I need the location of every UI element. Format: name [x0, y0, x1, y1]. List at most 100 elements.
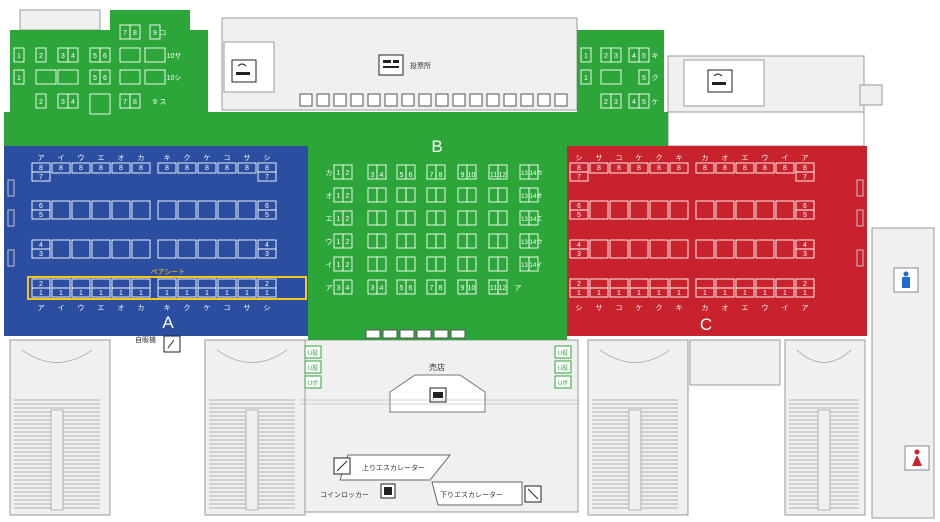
seat-stall[interactable] — [51, 287, 71, 298]
seat-stall[interactable] — [67, 47, 79, 63]
seat-stall[interactable] — [376, 256, 387, 272]
seat-stall[interactable] — [51, 162, 71, 174]
seat-stall[interactable] — [237, 287, 257, 298]
seat-stall[interactable] — [569, 287, 589, 298]
seat-stall[interactable] — [795, 248, 815, 259]
seat-stall[interactable] — [31, 171, 51, 182]
seat-stall[interactable] — [257, 171, 277, 182]
seat-stall[interactable] — [466, 233, 477, 249]
seat-stall[interactable] — [376, 279, 387, 295]
seat-stall[interactable] — [466, 187, 477, 203]
seat-stall[interactable] — [649, 162, 669, 174]
seat-stall[interactable] — [609, 200, 629, 220]
seat-stall[interactable] — [31, 287, 51, 298]
seat-stall[interactable] — [638, 93, 650, 109]
seat-stall[interactable] — [111, 239, 131, 259]
seat-stall[interactable] — [600, 69, 622, 85]
seat-stall[interactable] — [197, 239, 217, 259]
seat-stall[interactable] — [119, 47, 141, 63]
seat-stall[interactable] — [638, 69, 650, 85]
seat-stall[interactable] — [237, 162, 257, 174]
seat-stall[interactable] — [217, 162, 237, 174]
seat-stall[interactable] — [177, 162, 197, 174]
seat-stall[interactable] — [610, 47, 622, 63]
side-panel[interactable] — [7, 179, 15, 197]
seat-stall[interactable] — [217, 200, 237, 220]
seat-stall[interactable] — [51, 200, 71, 220]
seat-stall[interactable] — [111, 162, 131, 174]
seat-stall[interactable] — [157, 162, 177, 174]
seat-stall[interactable] — [131, 200, 151, 220]
seat-stall[interactable] — [775, 162, 795, 174]
seat-stall[interactable] — [569, 248, 589, 259]
seat-stall[interactable] — [755, 287, 775, 298]
seat-stall[interactable] — [71, 239, 91, 259]
seat-stall[interactable] — [51, 239, 71, 259]
seat-stall[interactable] — [342, 164, 353, 180]
seat-stall[interactable] — [405, 187, 416, 203]
seat-stall[interactable] — [755, 200, 775, 220]
seat-stall[interactable] — [528, 187, 539, 203]
seat-stall[interactable] — [795, 287, 815, 298]
seat-stall[interactable] — [13, 69, 25, 85]
seat-stall[interactable] — [497, 279, 508, 295]
seat-stall[interactable] — [376, 210, 387, 226]
seat-stall[interactable] — [497, 210, 508, 226]
seat-stall[interactable] — [609, 239, 629, 259]
seat-stall[interactable] — [580, 47, 592, 63]
seat-stall[interactable] — [695, 287, 715, 298]
seat-stall[interactable] — [638, 47, 650, 63]
seat-stall[interactable] — [497, 187, 508, 203]
side-panel[interactable] — [856, 209, 864, 227]
seat-stall[interactable] — [649, 239, 669, 259]
seat-stall[interactable] — [569, 171, 589, 182]
seat-stall[interactable] — [735, 200, 755, 220]
seat-stall[interactable] — [131, 287, 151, 298]
seat-stall[interactable] — [376, 233, 387, 249]
seat-stall[interactable] — [376, 164, 387, 180]
seat-stall[interactable] — [111, 200, 131, 220]
seat-stall[interactable] — [71, 200, 91, 220]
seat-stall[interactable] — [735, 239, 755, 259]
seat-stall[interactable] — [589, 239, 609, 259]
seat-stall[interactable] — [149, 24, 161, 40]
seat-stall[interactable] — [91, 239, 111, 259]
seat-stall[interactable] — [569, 209, 589, 220]
seat-stall[interactable] — [217, 287, 237, 298]
seat-stall[interactable] — [435, 233, 446, 249]
seat-stall[interactable] — [466, 164, 477, 180]
seat-stall[interactable] — [715, 162, 735, 174]
seat-stall[interactable] — [129, 24, 141, 40]
seat-stall[interactable] — [589, 200, 609, 220]
seat-stall[interactable] — [629, 239, 649, 259]
seat-stall[interactable] — [669, 287, 689, 298]
seat-stall[interactable] — [629, 287, 649, 298]
seat-stall[interactable] — [91, 287, 111, 298]
seat-stall[interactable] — [589, 287, 609, 298]
seat-stall[interactable] — [257, 209, 277, 220]
seat-stall[interactable] — [735, 162, 755, 174]
seat-stall[interactable] — [466, 256, 477, 272]
seat-stall[interactable] — [35, 47, 47, 63]
seat-stall[interactable] — [131, 239, 151, 259]
seat-stall[interactable] — [775, 287, 795, 298]
seat-stall[interactable] — [580, 69, 592, 85]
seat-stall[interactable] — [715, 287, 735, 298]
seat-stall[interactable] — [755, 162, 775, 174]
seat-stall[interactable] — [71, 287, 91, 298]
seat-stall[interactable] — [157, 239, 177, 259]
seat-stall[interactable] — [129, 93, 141, 109]
seat-stall[interactable] — [775, 239, 795, 259]
seat-stall[interactable] — [405, 256, 416, 272]
seat-stall[interactable] — [528, 164, 539, 180]
seat-stall[interactable] — [342, 279, 353, 295]
seat-stall[interactable] — [528, 256, 539, 272]
seat-stall[interactable] — [91, 162, 111, 174]
seat-stall[interactable] — [735, 287, 755, 298]
seat-stall[interactable] — [649, 200, 669, 220]
seat-stall[interactable] — [669, 239, 689, 259]
seat-stall[interactable] — [237, 200, 257, 220]
seat-stall[interactable] — [13, 47, 25, 63]
seat-stall[interactable] — [497, 233, 508, 249]
seat-stall[interactable] — [669, 162, 689, 174]
